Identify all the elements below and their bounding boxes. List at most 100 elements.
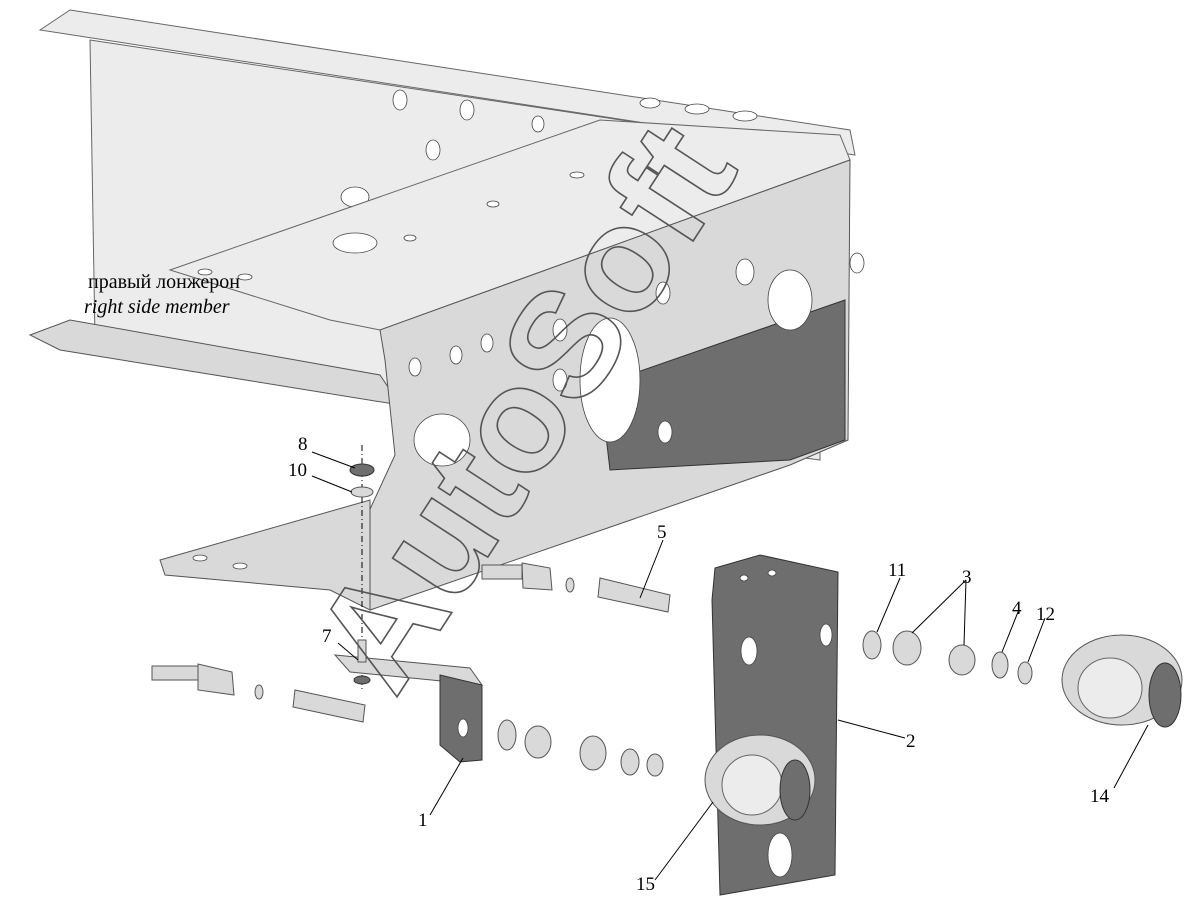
callout-2: 2 [906, 731, 916, 752]
bolt-7 [357, 639, 367, 663]
leader-3a [911, 579, 967, 634]
hose-fitting-lower [151, 663, 366, 723]
web-hole [425, 139, 441, 161]
crossmember-hole [655, 281, 671, 305]
callout-15: 15 [636, 874, 655, 895]
fitting-pipe [151, 665, 201, 681]
crossmember [159, 119, 865, 611]
flange-hole [684, 103, 710, 115]
bracket-2-hole [819, 623, 833, 647]
leader-7 [337, 642, 359, 661]
crossmember-hole [480, 333, 494, 353]
callout-4: 4 [1012, 598, 1022, 619]
callout-10: 10 [288, 460, 307, 481]
crossmember-hole [237, 273, 253, 281]
crossmember-hole [232, 562, 248, 570]
bracket-2-hole [740, 636, 758, 666]
o-ring [565, 577, 575, 593]
nut-8 [349, 463, 375, 477]
bracket-2-slot [767, 832, 793, 878]
washer [620, 748, 640, 776]
nut [579, 735, 607, 771]
crossmember-hole [408, 357, 422, 377]
crossmember-hole [849, 252, 865, 274]
right-nut-row [862, 630, 1033, 685]
ring [646, 753, 664, 777]
callout-1: 1 [418, 810, 428, 831]
callout-3: 3 [962, 567, 972, 588]
hose-fitting-upper [481, 562, 671, 613]
bolt-assembly-8-10 [349, 445, 375, 690]
crossmember-hole [192, 554, 208, 562]
washer-11 [862, 630, 882, 660]
caption-russian: правый лонжерон [88, 271, 240, 293]
crossmember-hole [197, 268, 213, 276]
crossmember-hole [332, 232, 378, 254]
web-hole [392, 89, 408, 111]
crossmember-hole [486, 200, 500, 208]
washer [497, 719, 517, 751]
ring-12 [1017, 661, 1033, 685]
coupling-head-14-face [1077, 657, 1143, 719]
flange-hole [639, 97, 661, 109]
coupling-head-14 [1061, 634, 1183, 728]
crossmember-hole [552, 368, 568, 392]
washer-4 [991, 651, 1009, 679]
leader-10 [311, 475, 353, 493]
nut-3a [892, 630, 922, 666]
coupling-head-15-seal [779, 759, 811, 821]
union [292, 689, 366, 723]
crossmember-hole [569, 171, 585, 179]
leader-1 [429, 757, 464, 816]
o-ring [254, 684, 264, 700]
leader-5 [639, 539, 664, 599]
callout-12: 12 [1036, 604, 1055, 625]
union-5 [597, 577, 671, 613]
callout-14: 14 [1090, 786, 1110, 807]
bracket-1-leg [439, 674, 483, 763]
bolt-7-nut [353, 675, 371, 685]
leader-4 [1001, 611, 1019, 653]
leader-12 [1027, 617, 1046, 663]
bracket-1 [333, 639, 484, 763]
bracket-2-hole [767, 569, 777, 577]
bracket-1-hole [457, 718, 469, 738]
crossmember-cutout [413, 413, 471, 467]
web-hole [459, 99, 475, 121]
callout-8: 8 [298, 434, 308, 455]
leader-3b [963, 579, 967, 646]
flange-hole [732, 110, 758, 122]
crossmember-large-hole [767, 269, 813, 331]
callout-7: 7 [322, 626, 332, 647]
coupling-head-15 [704, 734, 816, 826]
crossmember-hole [403, 234, 417, 242]
bracket-2 [711, 554, 839, 896]
caption-english: right side member [84, 296, 230, 318]
crossmember-hole [552, 318, 568, 342]
nut [524, 725, 552, 759]
fitting-nut [197, 663, 235, 696]
leader-15 [654, 801, 714, 881]
leader-8 [311, 451, 356, 469]
leader-2 [837, 719, 906, 739]
callouts: 8 10 7 1 5 11 3 4 12 2 14 15 [288, 434, 1110, 895]
crossmember-large-hole [579, 317, 641, 443]
crossmember-hole [735, 258, 755, 286]
lower-nut-row [497, 719, 664, 777]
crossmember-hole [657, 420, 673, 444]
callout-11: 11 [888, 560, 906, 581]
callout-5: 5 [657, 522, 667, 543]
coupling-head-14-seal [1148, 662, 1182, 728]
leader-lines [311, 451, 1149, 881]
bracket-2-hole [739, 574, 749, 582]
leader-14 [1113, 724, 1149, 789]
leader-11 [876, 577, 901, 633]
coupling-head-15-face [721, 754, 783, 816]
crossmember-hole [449, 345, 463, 365]
crossmember-lower-flange [159, 499, 371, 611]
web-hole [531, 115, 545, 133]
nut-3b [948, 644, 976, 676]
fitting-nut [521, 562, 553, 591]
